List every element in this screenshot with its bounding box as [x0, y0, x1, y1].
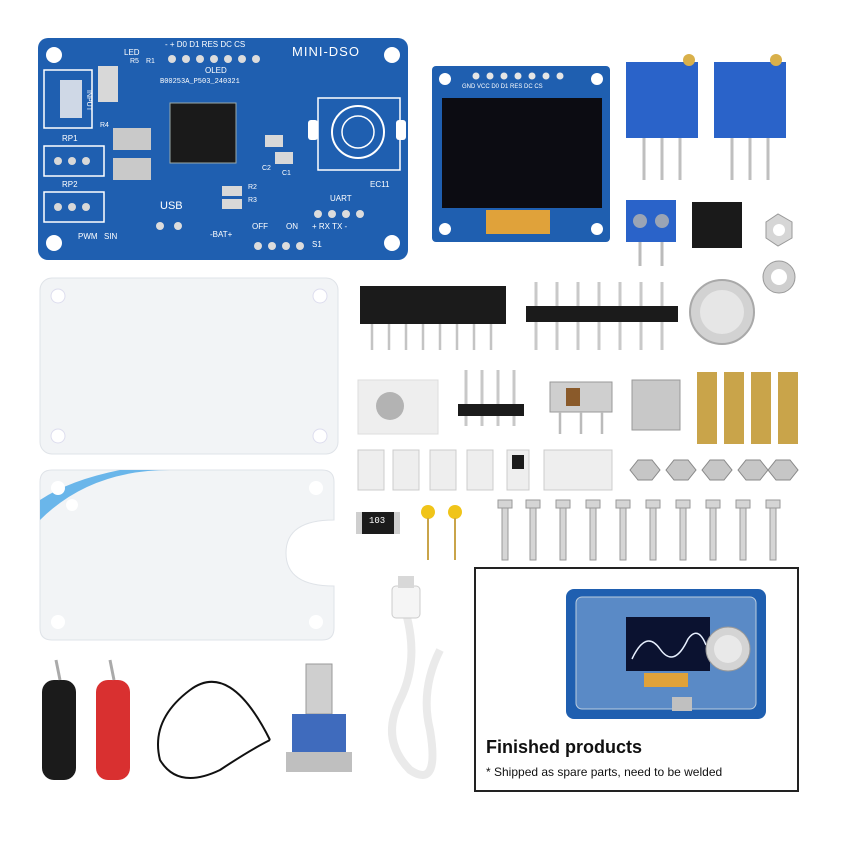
pcb-board	[38, 38, 408, 260]
resistor-103	[356, 512, 400, 534]
pcb-label-ec11: EC11	[370, 180, 390, 189]
acrylic-bottom-panel	[39, 469, 335, 641]
usb-cable	[388, 576, 444, 779]
female-pin-header	[360, 286, 506, 350]
encoder-knob-cap	[689, 279, 755, 345]
small-components-row1	[626, 200, 796, 294]
pcb-input-label: INPUT	[85, 90, 92, 111]
pcb-part-number: B00253A_P503_240321	[160, 78, 240, 86]
pcb-label-uart: UART	[330, 194, 352, 203]
row3-components	[357, 370, 798, 444]
jumper-wire	[157, 680, 271, 779]
pcb-led-label: LED	[124, 48, 140, 57]
pcb-label-rp1: RP1	[62, 134, 78, 143]
pcb-label-sin: SIN	[104, 232, 118, 241]
pcb-label-uart-pins: + RX TX -	[312, 222, 348, 231]
pcb-label-r5: R5	[130, 58, 139, 65]
pcb-title: MINI-DSO	[292, 44, 360, 59]
finished-products-note: * Shipped as spare parts, need to be wel…	[486, 765, 723, 779]
male-pin-header	[526, 282, 678, 350]
pcb-label-c2: C2	[262, 165, 271, 172]
screws	[497, 499, 781, 561]
rotary-encoder	[286, 663, 352, 772]
pcb-label-bat: -BAT+	[210, 230, 233, 239]
pcb-label-r4: R4	[100, 122, 109, 129]
pcb-label-rp2: RP2	[62, 180, 78, 189]
pcb-label-c1: C1	[282, 170, 291, 177]
pcb-label-off: OFF	[252, 222, 268, 231]
smd-parts-row	[357, 449, 799, 491]
trimmer-potentiometers	[626, 54, 786, 180]
pcb-label-r1: R1	[146, 58, 155, 65]
finished-product-photo	[566, 589, 766, 719]
pcb-label-pwm: PWM	[78, 232, 98, 241]
oled-pin-labels: GND VCC D0 D1 RES DC CS	[462, 84, 543, 90]
pcb-label-on: ON	[286, 222, 298, 231]
pcb-oled-label: OLED	[205, 66, 227, 75]
alligator-clips	[42, 659, 130, 780]
finished-products-title: Finished products	[486, 737, 643, 757]
oled-module	[432, 66, 610, 242]
pcb-label-r3: R3	[248, 197, 257, 204]
finished-products-box: Finished products * Shipped as spare par…	[474, 567, 799, 792]
pcb-label-usb: USB	[160, 200, 183, 212]
pcb-label-r2: R2	[248, 184, 257, 191]
test-hook-pins	[421, 505, 462, 560]
pcb-oled-header-label: - + D0 D1 RES DC CS	[165, 40, 246, 49]
pcb-label-s1: S1	[312, 240, 322, 249]
resistor-marking: 103	[369, 516, 386, 526]
acrylic-top-panel	[39, 277, 339, 455]
